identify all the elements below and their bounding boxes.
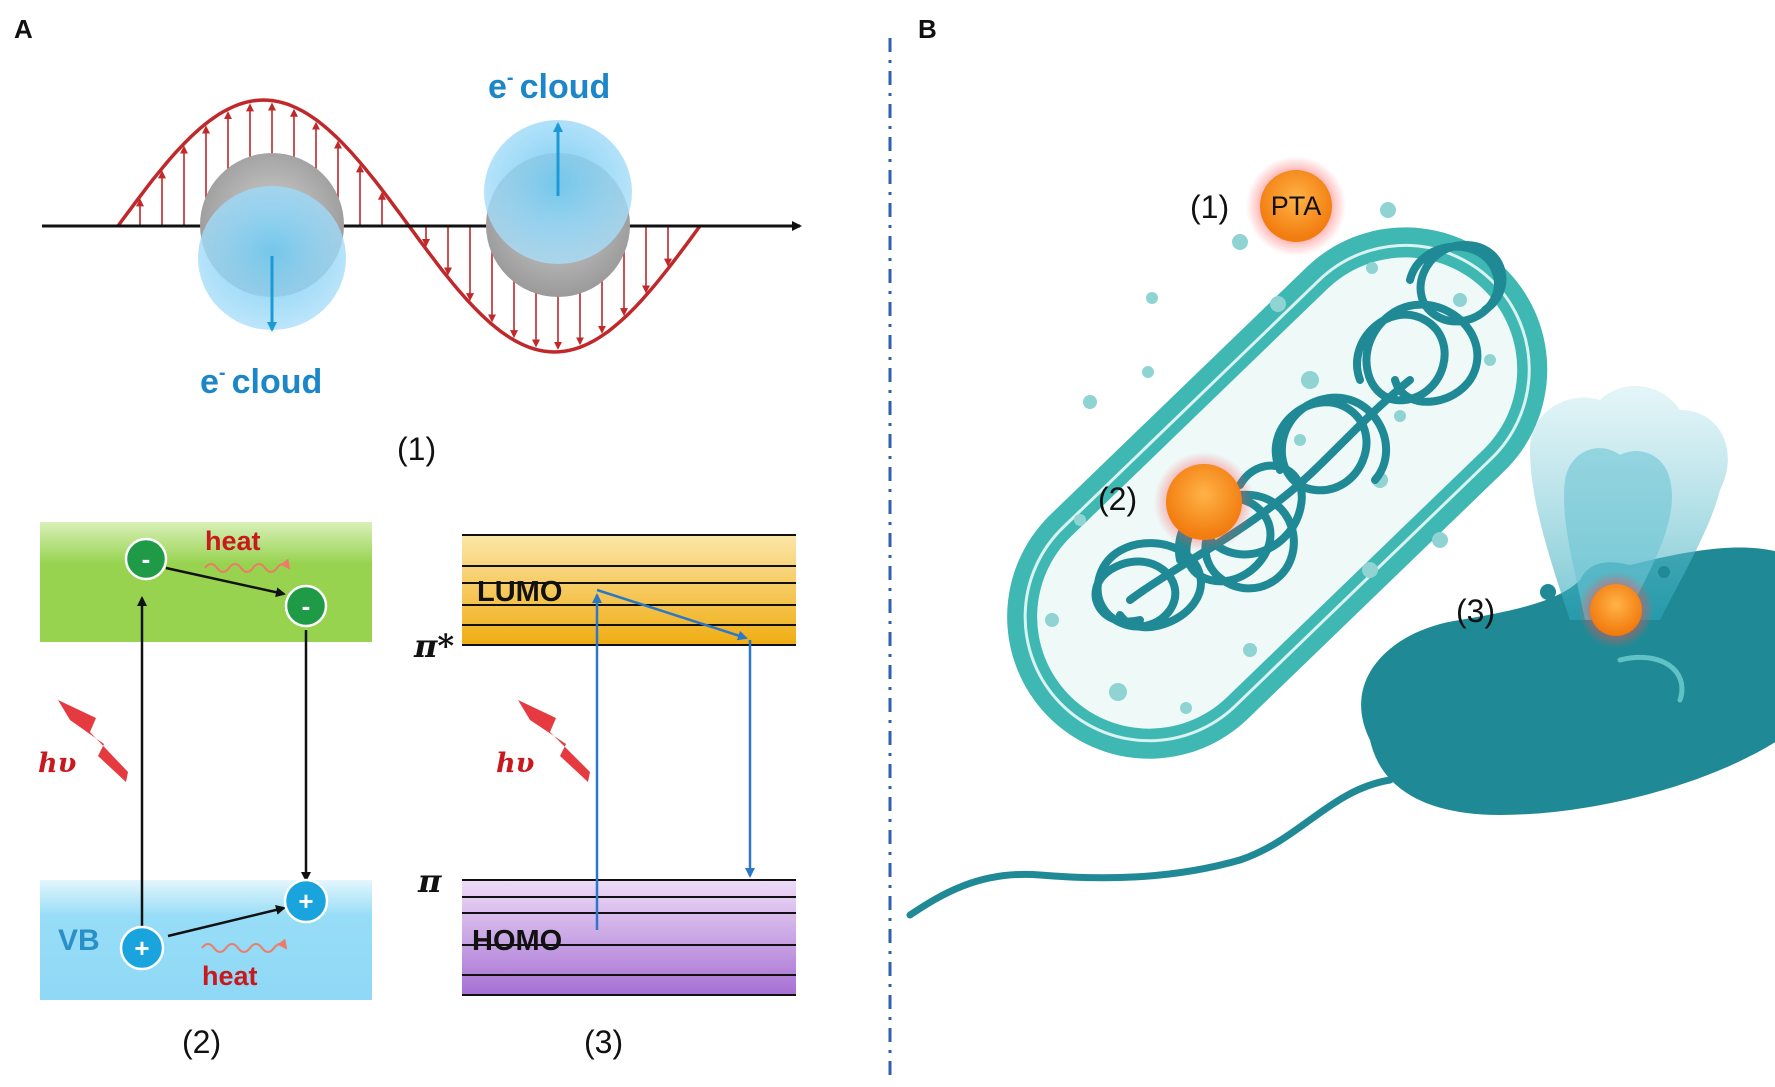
vesicle <box>1083 395 1097 409</box>
electron-initial-sign: - <box>142 544 151 574</box>
heat-label-bottom: heat <box>202 961 258 991</box>
vesicle <box>1294 434 1306 446</box>
electron-relaxed-sign: - <box>302 591 311 621</box>
lumo-levels <box>462 534 796 646</box>
lumo-relaxation-arrow <box>596 588 748 641</box>
pi-label: π <box>417 862 442 900</box>
hole-relaxed <box>283 878 329 924</box>
electron-initial <box>124 537 168 581</box>
vesicle <box>1180 702 1192 714</box>
cell-highlight <box>1617 654 1685 703</box>
pta-particle-2 <box>1154 452 1254 552</box>
vesicle <box>1394 410 1406 422</box>
light-lightning-icon-3 <box>518 700 590 782</box>
hole-initial-sign: + <box>134 933 149 963</box>
site-1-label: (1) <box>1190 189 1229 225</box>
homo-label: HOMO <box>472 925 562 957</box>
flagellum <box>906 776 1394 919</box>
semiconductor-diagram: VB heat heat - - + + hυ (2) <box>38 522 372 1060</box>
panel-b-label: B <box>918 14 937 44</box>
splash-droplet <box>1527 607 1537 617</box>
hole-initial <box>119 925 165 971</box>
vesicle <box>1109 683 1127 701</box>
site-3-label: (3) <box>1456 593 1495 629</box>
vesicle <box>1142 366 1154 378</box>
hole-relaxed-sign: + <box>298 886 313 916</box>
vesicle <box>1243 643 1257 657</box>
pta-particle-3 <box>1578 572 1654 648</box>
vesicle <box>1484 354 1496 366</box>
electron-cloud-label-bottom: e-cloud <box>200 362 322 401</box>
pi-star-label: π* <box>413 627 454 665</box>
site-2-label: (2) <box>1098 481 1137 517</box>
mechanism-2-caption: (2) <box>182 1024 221 1060</box>
vesicle <box>1146 292 1158 304</box>
vesicle <box>1432 532 1448 548</box>
heat-label-top: heat <box>205 526 261 556</box>
vesicle <box>1074 514 1086 526</box>
vesicle <box>1380 202 1396 218</box>
vesicle <box>1301 371 1319 389</box>
splash-droplet <box>1658 566 1670 578</box>
electron-relaxed <box>284 584 328 628</box>
cytoplasm <box>1037 257 1518 729</box>
splash-droplet <box>1672 594 1680 602</box>
electron-cloud-label-top: e-cloud <box>488 67 610 106</box>
mechanism-1-caption: (1) <box>397 431 436 467</box>
pta-label: PTA <box>1271 191 1322 221</box>
vesicles <box>1045 202 1496 714</box>
mechanism-3-caption: (3) <box>584 1024 623 1060</box>
valence-band-label: VB <box>58 924 100 957</box>
vesicle <box>1366 262 1378 274</box>
content-burst-inner <box>1564 448 1672 620</box>
photon-label-2: hυ <box>38 748 77 779</box>
molecular-orbital-diagram: LUMO HOMO π* π hυ (3) <box>413 534 796 1060</box>
vesicle <box>1362 562 1378 578</box>
lumo-label: LUMO <box>477 576 562 608</box>
homo-levels <box>462 879 796 996</box>
damaged-cell-body <box>1361 547 1775 815</box>
vesicle <box>1232 234 1248 250</box>
heat-wave-top <box>204 558 291 573</box>
panel-a-label: A <box>14 14 33 44</box>
pta-particle-1: PTA <box>1246 156 1346 256</box>
photon-label-3: hυ <box>496 748 535 779</box>
vesicle <box>1270 296 1286 312</box>
light-lightning-icon <box>58 700 128 782</box>
vb-relaxation-arrow <box>167 905 286 938</box>
plasmon-diagram: e-cloud e-cloud (1) <box>42 67 802 467</box>
cb-relaxation-arrow <box>165 566 286 598</box>
bacterium-damaged <box>906 386 1775 919</box>
vesicle <box>1453 293 1467 307</box>
heat-wave-bottom <box>201 938 288 953</box>
vesicle <box>1045 613 1059 627</box>
splash-droplet <box>1540 584 1556 600</box>
lumo-band <box>462 535 796 645</box>
